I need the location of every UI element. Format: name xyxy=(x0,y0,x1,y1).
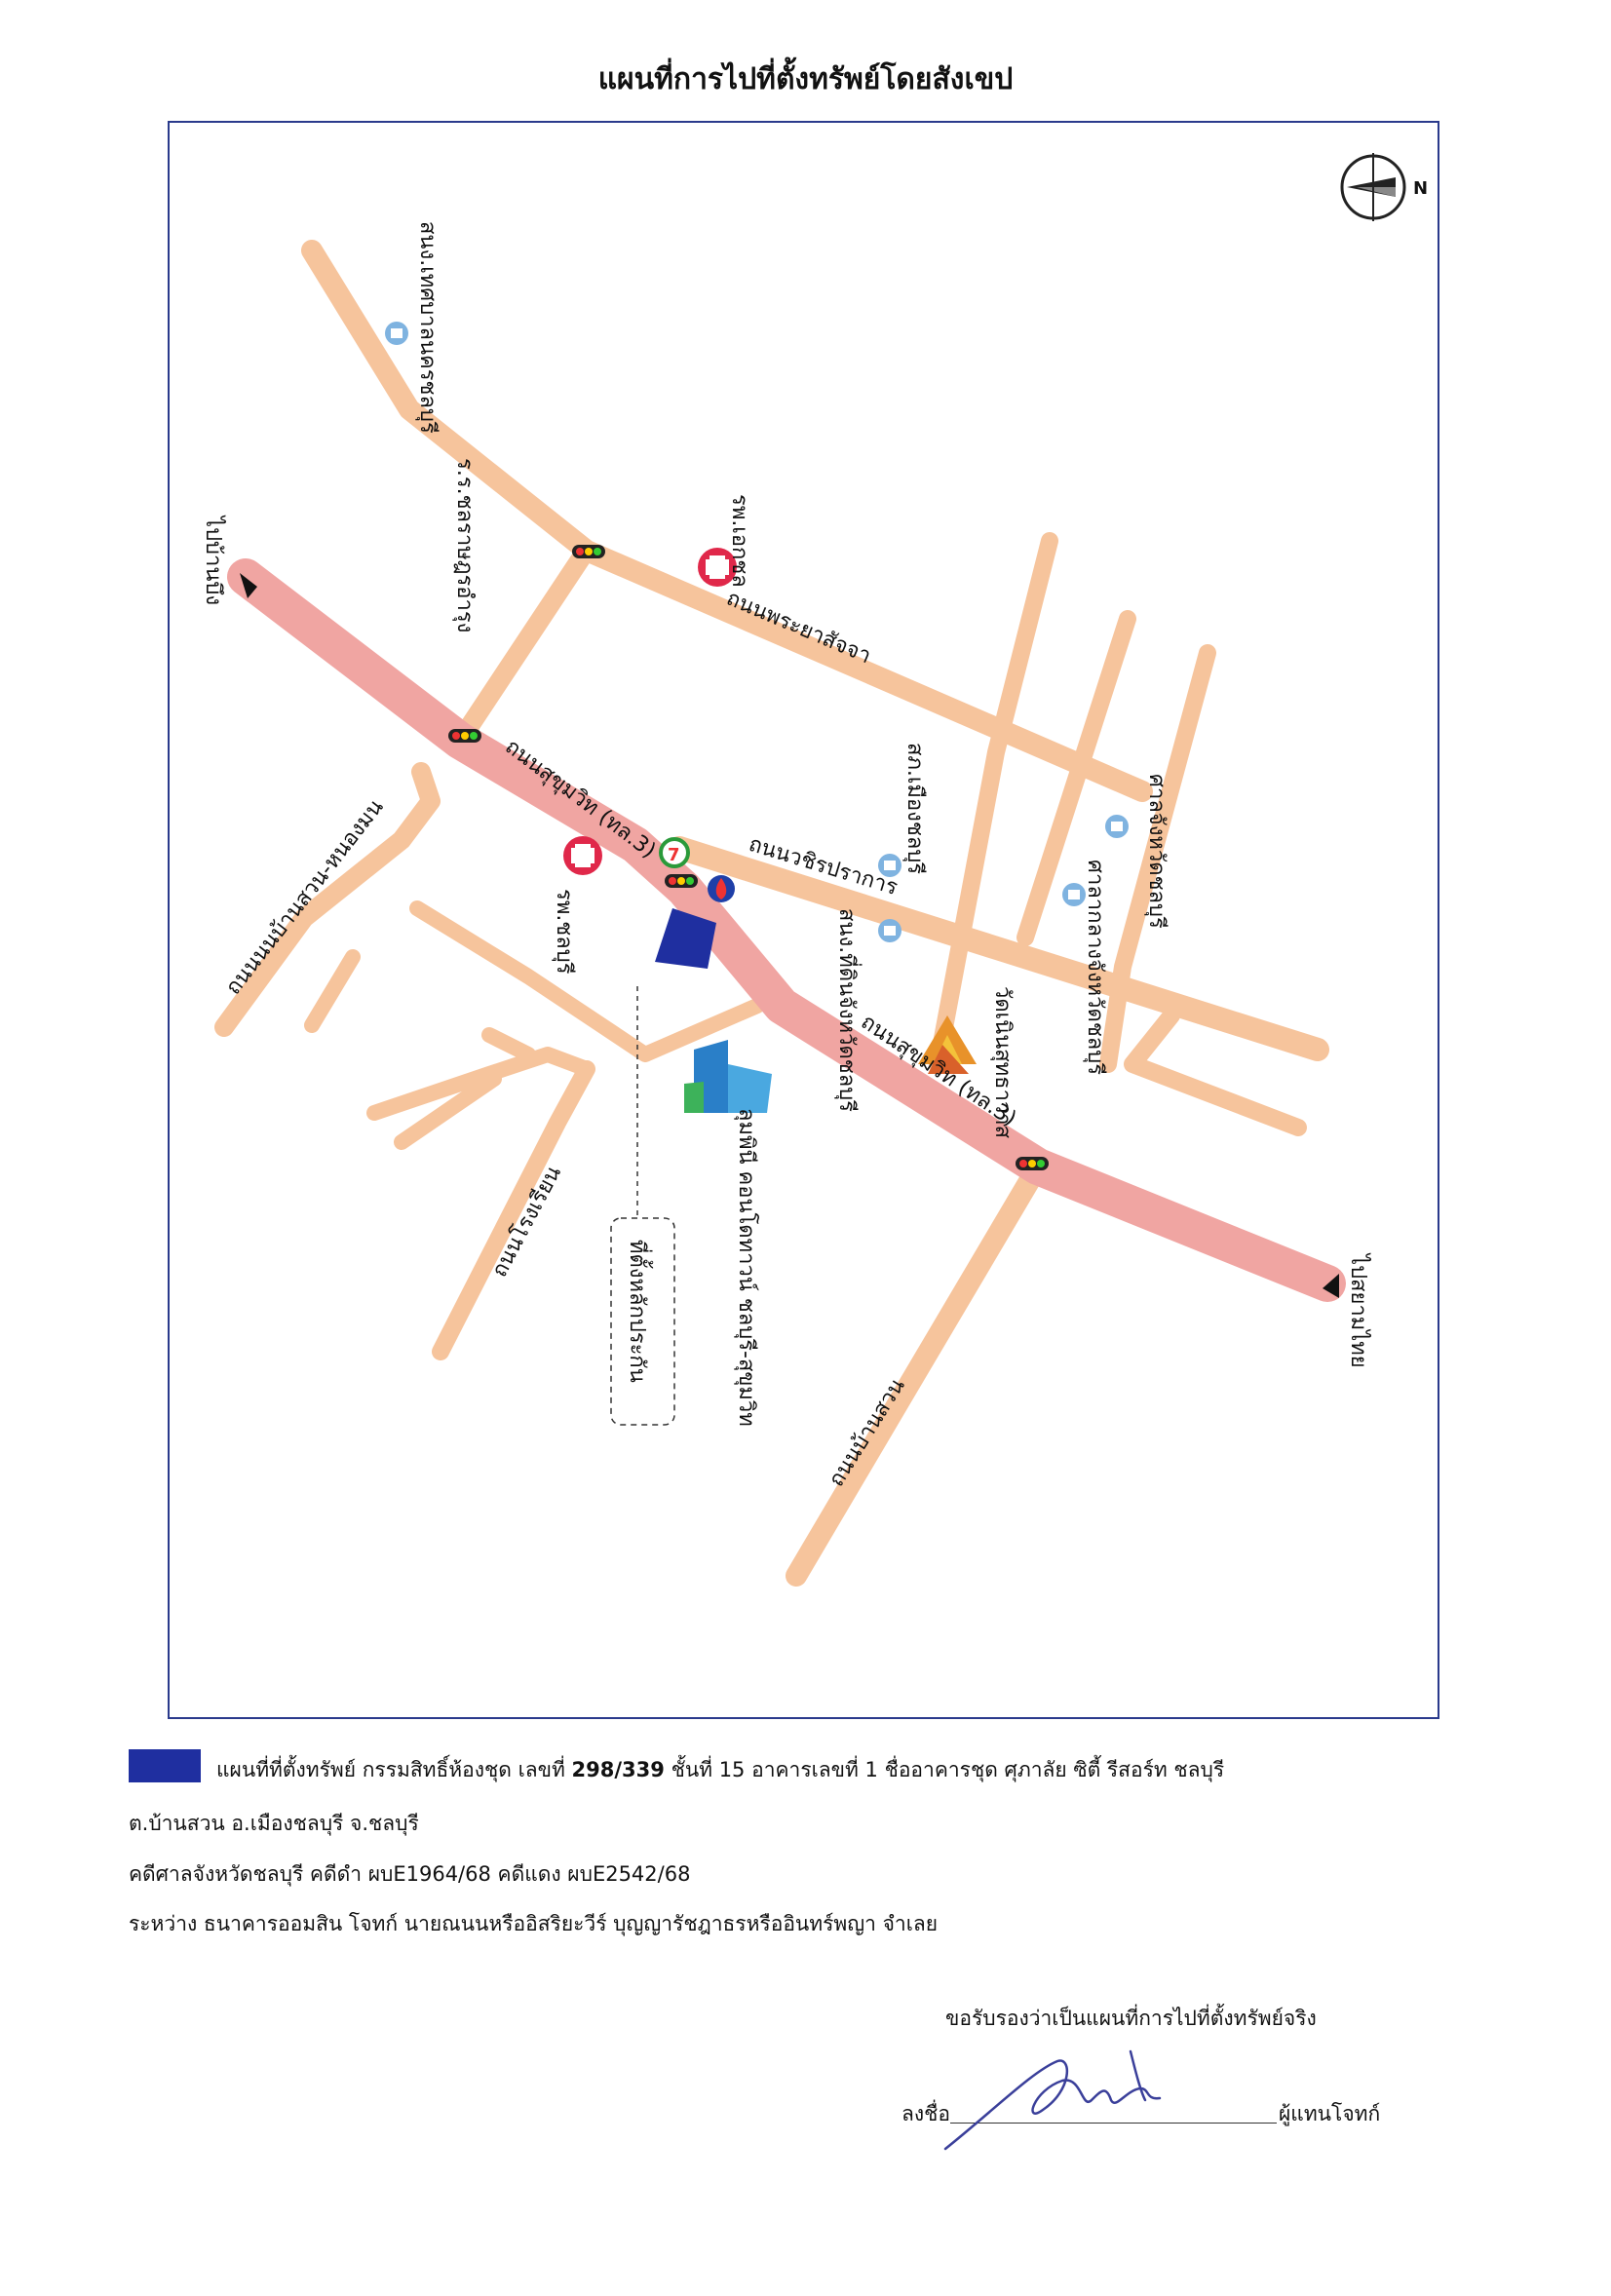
condo-building-icon xyxy=(684,1040,772,1113)
label-police: สภ.เมืองชลบุรี xyxy=(902,743,927,874)
secondary-roads xyxy=(214,240,1329,1587)
road-ban-suan xyxy=(432,1060,595,1360)
gas-7-label: 7 xyxy=(668,845,680,865)
label-siam-thai: ไปสยามไทย xyxy=(1346,1252,1371,1368)
label-nong-mon-road: ถนนนนบ้านสวน-หนองมน xyxy=(221,795,389,1000)
road-wachira xyxy=(668,836,1329,1061)
label-land-office: สนง.ที่ดินจังหวัดชลบุรี xyxy=(834,908,863,1112)
legend-unit-no: 298/339 xyxy=(571,1758,665,1781)
road-school xyxy=(450,543,595,750)
road-local-c xyxy=(366,1047,595,1121)
label-aekchol: รพ.เอกชล xyxy=(727,494,751,588)
traffic-light-icon xyxy=(665,874,698,888)
traffic-light-icon xyxy=(448,729,481,743)
gas-station-icon: 7 xyxy=(659,837,690,868)
road-north-1 xyxy=(929,532,1058,1073)
label-central-court: ศาลากลางจังหวัดชลบุรี xyxy=(1083,860,1107,1075)
road-sukhumvit xyxy=(227,558,1346,1302)
label-condo: ลุมพินี คอนโดทาวน์ ชลบุรี-สุขุมวิท xyxy=(734,1108,759,1427)
hospital-icon xyxy=(698,548,737,587)
government-building-icon xyxy=(878,919,901,942)
government-building-icon xyxy=(878,854,901,877)
temple-icon xyxy=(918,1015,977,1074)
compass-n-label: N xyxy=(1413,178,1428,199)
road-north-3 xyxy=(1099,644,1216,1073)
label-provincial-court: ศาลจังหวัดชลบุรี xyxy=(1144,774,1169,929)
legend-line-4: ระหว่าง ธนาคารออมสิน โจทก์ นายณนนหรืออิส… xyxy=(129,1912,939,1935)
road-local-e xyxy=(481,1027,536,1062)
map-frame: 7 N สนง.เทศบาลนครชลบ xyxy=(168,121,1439,1719)
government-building-icon xyxy=(385,322,408,345)
signature-line xyxy=(950,2123,1277,2124)
signer-role: ผู้แทนโจทก์ xyxy=(1279,2102,1381,2125)
road-south xyxy=(786,1156,1049,1587)
road-local-d xyxy=(394,1071,502,1150)
label-pointer: ที่ตั้งหลักประกัน xyxy=(625,1240,653,1383)
road-north-2 xyxy=(1016,610,1136,946)
label-chonburi-hospital: รพ.ชลบุรี xyxy=(552,889,576,975)
compass-icon: N xyxy=(1340,153,1428,221)
road-nong-mon xyxy=(214,762,441,1037)
label-ban-bueng: ไปบ้านบึง xyxy=(201,515,226,605)
hospital-icon xyxy=(563,836,602,875)
road-phraya-satcha xyxy=(301,240,1153,802)
certify-statement: ขอรับรองว่าเป็นแผนที่การไปที่ตั้งทรัพย์จ… xyxy=(945,2007,1317,2030)
label-temple: วัดเนินสุทธาวาส xyxy=(990,986,1015,1139)
label-municipality: สนง.เทศบาลนครชลบุรี xyxy=(415,221,440,434)
road-local-b xyxy=(304,949,361,1033)
arrow-siam-thai-icon xyxy=(1323,1274,1339,1298)
road-local-a xyxy=(409,900,765,1062)
ptt-icon xyxy=(708,875,735,902)
map-canvas: 7 N สนง.เทศบาลนครชลบ xyxy=(201,153,1428,1587)
label-school: ร.ร.ชลราษฎรอำรุง xyxy=(452,458,477,632)
legend-text-pre: แผนที่ที่ตั้งทรัพย์ กรรมสิทธิ์ห้องชุด เล… xyxy=(216,1758,565,1781)
government-building-icon xyxy=(1105,815,1129,838)
traffic-light-icon xyxy=(572,545,605,558)
traffic-light-icon xyxy=(1016,1157,1049,1170)
page-title: แผนที่การไปที่ตั้งทรัพย์โดยสังเขป xyxy=(597,62,1014,96)
legend-line-3: คดีศาลจังหวัดชลบุรี คดีดำ ผบE1964/68 คดี… xyxy=(129,1862,691,1886)
pointer-box xyxy=(610,1217,675,1426)
road-east-1 xyxy=(1124,1007,1307,1136)
legend-text-post: ชั้นที่ 15 อาคารเลขที่ 1 ชื่ออาคารชุด ศุ… xyxy=(671,1758,1225,1781)
arrow-ban-bueng-icon xyxy=(240,573,257,598)
legend-swatch xyxy=(129,1749,201,1782)
signature-image xyxy=(943,2049,1162,2151)
legend-line-2: ต.บ้านสวน อ.เมืองชลบุรี จ.ชลบุรี xyxy=(129,1812,419,1835)
government-building-icon xyxy=(1062,883,1086,906)
property-marker xyxy=(655,908,716,969)
sign-label: ลงชื่อ xyxy=(901,2102,950,2125)
legend-line-1: แผนที่ที่ตั้งทรัพย์ กรรมสิทธิ์ห้องชุด เล… xyxy=(216,1754,1224,1786)
